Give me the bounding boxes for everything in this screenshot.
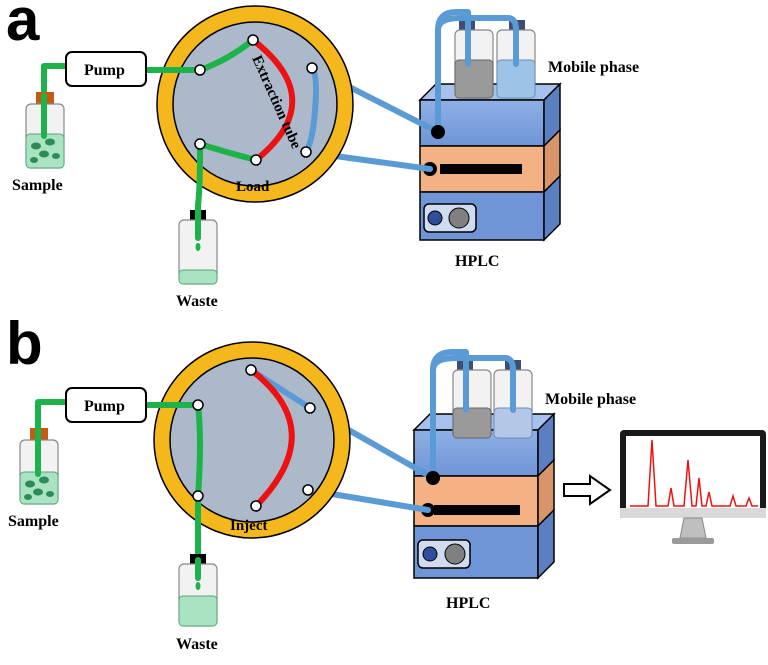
pump-box — [65, 51, 147, 87]
waste-label: Waste — [176, 636, 218, 653]
hplc-system — [418, 82, 562, 242]
panel-b: b Mobile phase HPLC — [6, 310, 766, 653]
arrow-right-icon — [563, 474, 612, 506]
chromatogram-trace — [630, 439, 758, 507]
mobile-phase-label: Mobile phase — [545, 391, 636, 408]
panel-a: a Mobile phase HPLC — [6, 0, 639, 310]
waste-bottle — [178, 202, 218, 285]
sample-bottle — [25, 92, 65, 169]
valve-state-label: Load — [236, 179, 270, 195]
sample-label: Sample — [12, 177, 63, 194]
pump-label: Pump — [84, 62, 125, 79]
hplc-label: HPLC — [455, 253, 499, 270]
valve-state-label: Inject — [230, 518, 268, 534]
six-port-valve: Inject — [153, 341, 351, 539]
waste-label: Waste — [176, 293, 218, 310]
hplc-label: HPLC — [446, 595, 490, 612]
monitor-icon — [620, 430, 766, 544]
pump-box — [65, 387, 147, 423]
pump-label: Pump — [84, 398, 125, 415]
sample-label: Sample — [8, 513, 59, 530]
mobile-phase-bottles — [435, 9, 536, 135]
panel-letter: a — [6, 0, 40, 53]
panel-letter: b — [6, 310, 43, 377]
mobile-phase-bottles — [430, 349, 533, 481]
waste-bottle — [178, 554, 218, 627]
sample-bottle — [19, 427, 59, 505]
mobile-phase-label: Mobile phase — [548, 59, 639, 76]
